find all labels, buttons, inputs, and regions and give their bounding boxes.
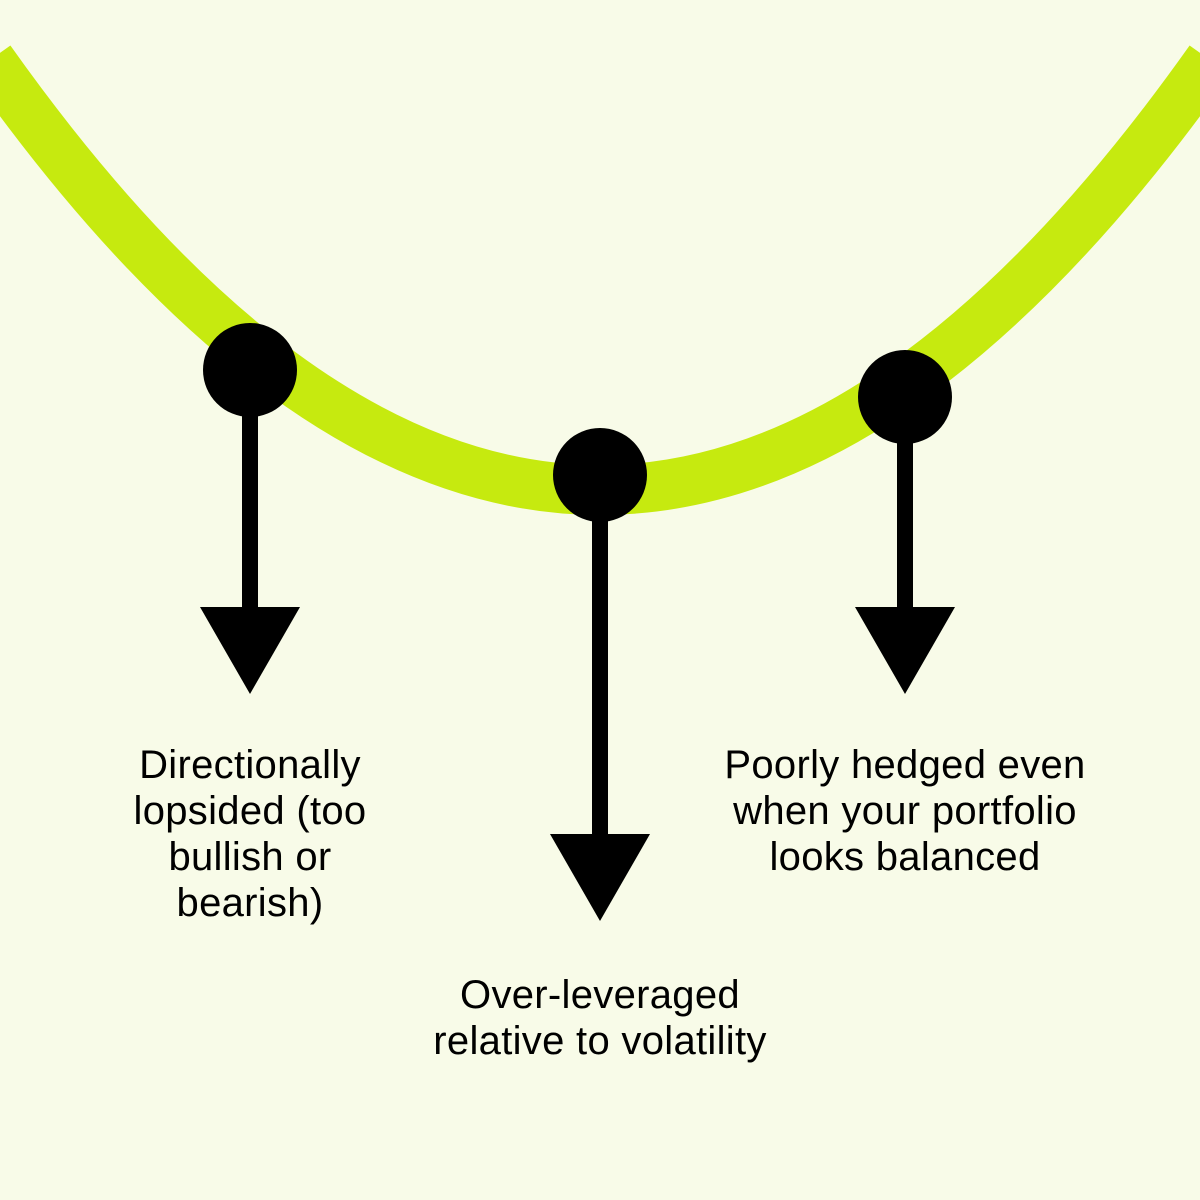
point-label-leverage: Over-leveraged relative to volatility: [433, 973, 767, 1063]
arrow-head-1: [200, 607, 300, 694]
point-label-hedging: Poorly hedged even when your portfolio l…: [724, 743, 1086, 879]
marker-3: [855, 350, 955, 694]
arrow-head-3: [855, 607, 955, 694]
u-shaped-curve: [0, 45, 1200, 515]
point-label-directional: Directionally lopsided (too bullish or b…: [133, 743, 367, 925]
dot-2: [553, 428, 647, 522]
dot-1: [203, 323, 297, 417]
marker-1: [200, 323, 300, 694]
dot-3: [858, 350, 952, 444]
marker-2: [550, 428, 650, 921]
arrow-head-2: [550, 834, 650, 921]
